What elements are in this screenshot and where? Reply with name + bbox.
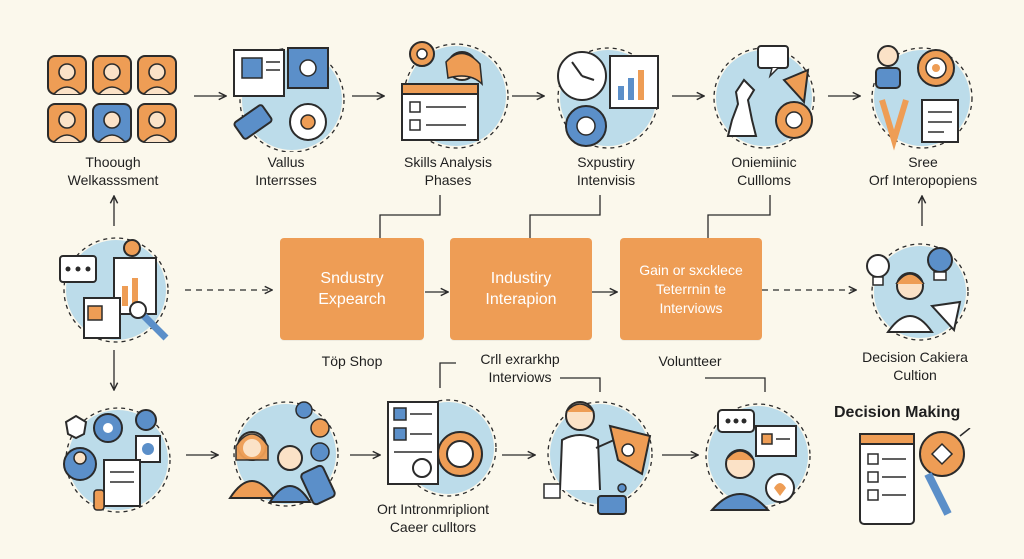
label-volunteer: Voluntteer — [658, 353, 722, 369]
connector-volunteer — [705, 377, 766, 392]
label-line: Sree — [908, 154, 938, 170]
box-line: Sndustry — [320, 270, 384, 287]
label-line: Cultion — [893, 367, 937, 383]
box-line: Gain or sxcklece — [639, 261, 743, 278]
connector-box2-up — [529, 195, 601, 238]
box-industry-research: Sndustry Expearch — [280, 238, 424, 340]
person-target-icon — [871, 45, 973, 151]
label-line: Ort Intronmripliont — [376, 501, 490, 517]
label-line: Thoough — [85, 154, 141, 170]
label-decision-criteria: Decision Cakiera Cultion — [840, 348, 990, 384]
decision-making-title: Decision Making — [834, 404, 961, 421]
idea-person-icon — [866, 243, 969, 341]
box-gain-knowledge: Gain or sxcklece Teterrnin te Interviows — [620, 238, 762, 340]
label-skills-analysis: Skills Analysis Phases — [378, 153, 518, 189]
money-checklist-icon — [387, 399, 497, 497]
label-career-interviews: Crll exrarkhp Interviows — [450, 350, 590, 386]
documents-magnifier-icon — [59, 237, 169, 343]
box-line: Teterrnin te — [655, 280, 727, 297]
label-line: Orf Interopopiens — [868, 172, 978, 188]
connector-box2-down — [439, 362, 456, 388]
label-economic-cultures: Oniemiinic Cullloms — [696, 153, 832, 189]
label-line: Caeer culltors — [389, 519, 477, 535]
box-line: Interapion — [485, 291, 557, 308]
label-line: Skills Analysis — [404, 154, 492, 170]
label-values-interests: Vallus Interrsses — [218, 153, 354, 189]
profile-gear-icon — [233, 47, 345, 152]
clock-chart-icon — [557, 47, 659, 149]
label-free-opinions: Sree Orf Interopopiens — [848, 153, 998, 189]
label-industry-interviews: Sxpustiry Intenvisis — [538, 153, 674, 189]
box-line: Industiry — [490, 270, 552, 287]
checklist-pen-icon — [859, 428, 971, 525]
label-line: Vallus — [267, 154, 305, 170]
connector-box3-up — [707, 195, 771, 238]
label-thorough-assessment: Thoough Welkasssment — [40, 153, 186, 189]
presenter-icon — [543, 401, 653, 515]
people-gears-icon — [63, 407, 171, 513]
label-line: Oniemiinic — [731, 154, 797, 170]
label-line: Phases — [424, 172, 472, 188]
label-line: Intenvisis — [576, 172, 636, 188]
label-line: Crll exrarkhp — [480, 351, 560, 367]
chat-person-icon — [705, 403, 811, 511]
label-line: Decision Cakiera — [862, 349, 968, 365]
person-checklist-icon — [401, 41, 509, 149]
label-line: Cullloms — [737, 172, 791, 188]
team-avatars-grid-icon — [47, 55, 177, 143]
label-top-shop: Töp Shop — [321, 353, 383, 369]
label-line: Welkasssment — [67, 172, 159, 188]
chess-gear-icon — [713, 45, 815, 149]
box-line: Expearch — [318, 291, 386, 308]
connector-interviews — [560, 377, 601, 392]
connector-box1-up — [379, 195, 441, 238]
label-line: Interviows — [488, 369, 552, 385]
box-industry-interaction: Industiry Interapion — [450, 238, 592, 340]
label-line: Interrsses — [255, 172, 317, 188]
discussion-people-icon — [228, 401, 339, 507]
label-line: Sxpustiry — [577, 154, 635, 170]
box-line: Interviows — [659, 299, 723, 316]
label-career-cultures: Ort Intronmripliont Caeer culltors — [348, 500, 518, 536]
